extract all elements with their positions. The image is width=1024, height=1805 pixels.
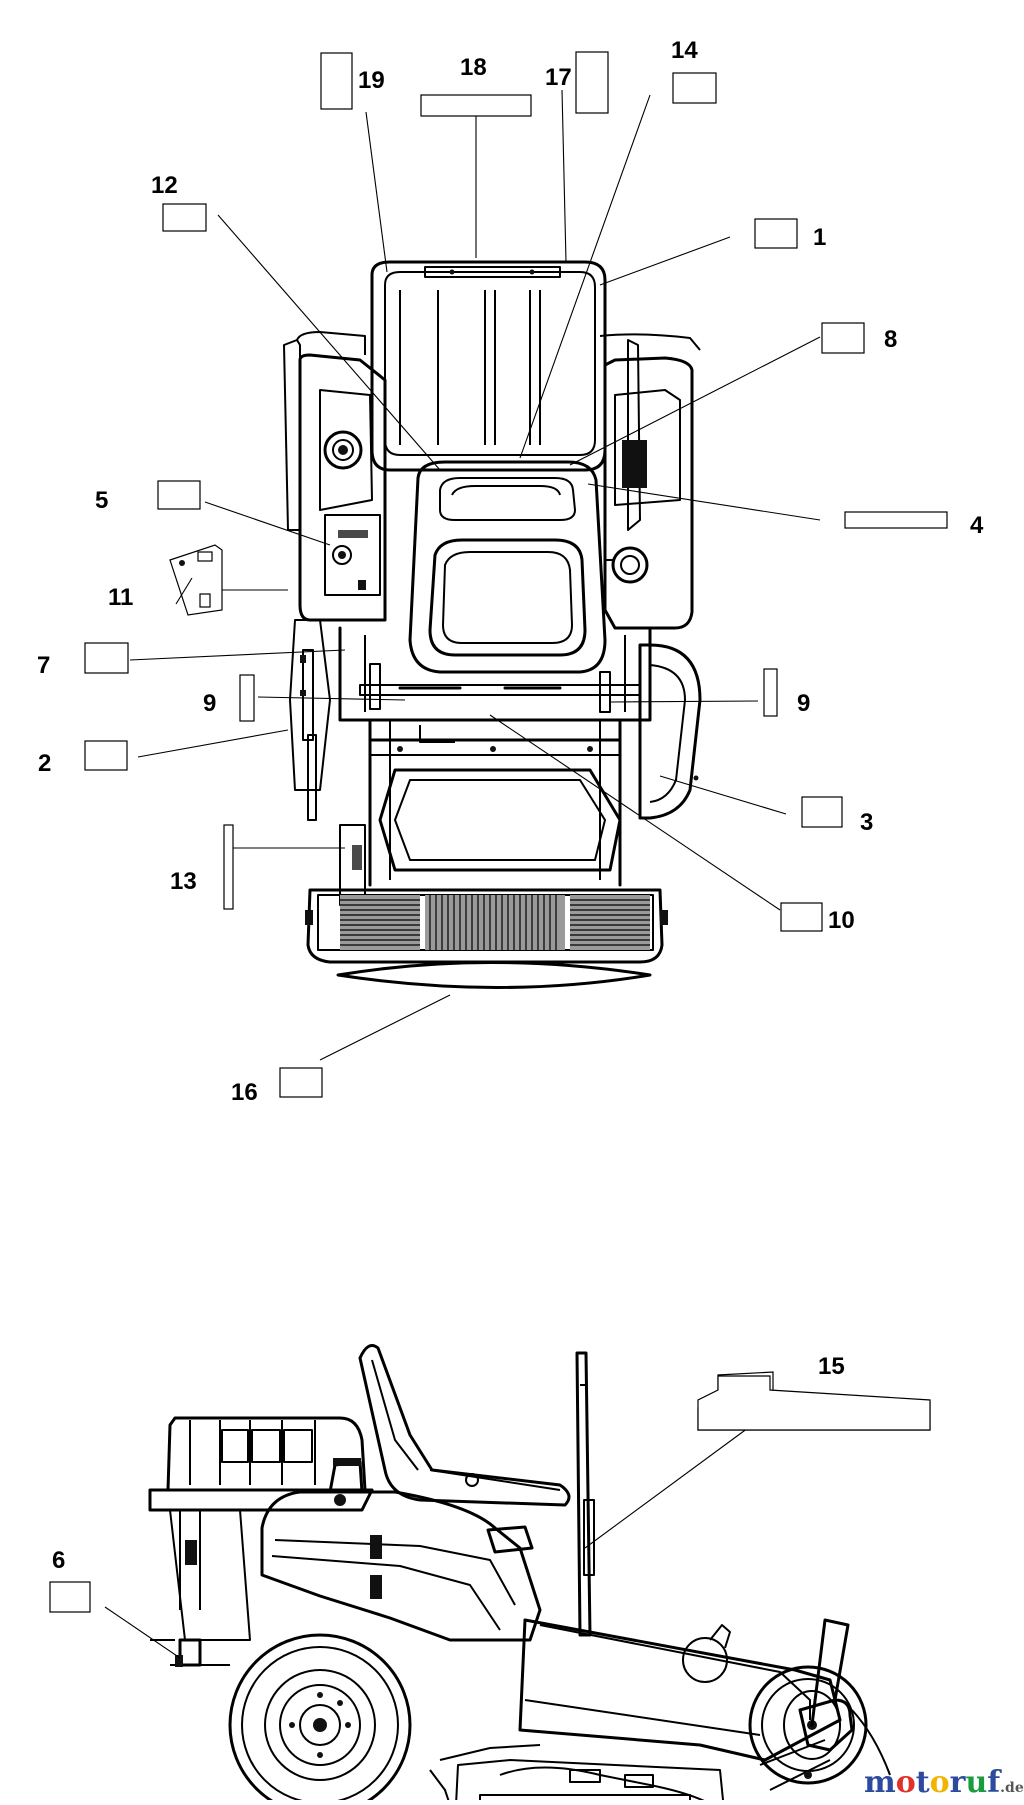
left-fender-panel	[319, 389, 373, 511]
right-tire-top	[599, 333, 701, 351]
label-boxes-side	[49, 1371, 931, 1613]
callout-10: 10	[828, 907, 855, 934]
top-view-mower	[283, 260, 702, 989]
side-fender	[260, 1490, 542, 1642]
left-deck-side	[289, 619, 331, 791]
label-box-2	[84, 740, 128, 771]
leader-lines-top	[129, 89, 821, 1061]
deck-opening	[378, 768, 622, 872]
callout-7: 7	[37, 652, 50, 679]
deck-pulley	[682, 1637, 728, 1683]
seat-cushion	[428, 538, 587, 657]
left-fender	[298, 353, 387, 622]
label-box-1	[754, 218, 798, 249]
label-box-6	[49, 1581, 91, 1613]
cutting-deck	[454, 1759, 725, 1805]
motoruf-watermark: motoruf.de	[864, 1765, 1024, 1800]
callout-16: 16	[231, 1079, 258, 1106]
fender-slot	[486, 1525, 534, 1554]
label-box-4	[844, 511, 948, 529]
fuel-cap-right	[611, 546, 649, 584]
wm-t: t	[916, 1765, 930, 1800]
right-fender-slot	[622, 440, 647, 488]
wm-suffix: .de	[1000, 1780, 1024, 1796]
left-rear-tire	[283, 339, 301, 531]
wm-f: f	[987, 1765, 1002, 1800]
callout-19: 19	[358, 67, 385, 94]
hopper-rib-c	[494, 290, 541, 445]
front-caster-wheel	[748, 1618, 868, 1785]
label-box-17	[575, 51, 609, 114]
left-tire-top	[296, 331, 366, 355]
callout-18: 18	[460, 54, 487, 81]
wm-r: r	[950, 1765, 967, 1800]
label-box-16	[279, 1067, 323, 1098]
label-box-19	[320, 52, 353, 110]
label-sheet-11	[169, 544, 223, 616]
callout-11: 11	[108, 584, 133, 611]
label-box-14	[672, 72, 717, 104]
label-box-9-left	[239, 674, 255, 722]
callout-1: 1	[813, 224, 826, 251]
front-bumper	[798, 1698, 854, 1752]
label-box-15-shape	[697, 1375, 931, 1431]
front-baffle	[336, 961, 652, 989]
callout-6: 6	[52, 1547, 65, 1574]
hopper-base	[148, 1488, 374, 1512]
callout-numbers: 19 18 17 14 12 1 8 5 4 11 7 9 9 2 3 13 1…	[37, 37, 984, 1574]
label-box-3	[801, 796, 843, 828]
label-box-5	[157, 480, 201, 510]
wm-o2: o	[930, 1765, 950, 1800]
frame-upper	[338, 626, 652, 722]
callout-9-left: 9	[203, 690, 216, 717]
callout-17: 17	[545, 64, 572, 91]
callout-14: 14	[671, 37, 698, 64]
callout-15: 15	[818, 1353, 845, 1380]
callout-4: 4	[970, 512, 984, 539]
deck-vents	[340, 895, 650, 950]
steering-lever	[575, 1351, 592, 1637]
callout-13: 13	[170, 868, 197, 895]
control-panel	[324, 514, 381, 596]
svg-text:motoruf.de: motoruf.de	[864, 1765, 1024, 1800]
seat-outer	[408, 460, 607, 674]
label-boxes-top	[84, 51, 948, 1098]
label-box-8	[821, 322, 865, 354]
label-box-12	[162, 203, 207, 232]
rear-wheel	[228, 1633, 412, 1805]
callout-3: 3	[860, 809, 873, 836]
fuel-cap-left	[323, 430, 363, 470]
side-view-mower	[148, 1344, 891, 1805]
wm-u: u	[965, 1765, 987, 1800]
label-box-18	[420, 94, 532, 117]
callout-2: 2	[38, 750, 51, 777]
label-box-10	[780, 902, 823, 932]
wm-o1: o	[896, 1765, 916, 1800]
label-box-9-right	[763, 668, 778, 717]
hopper-outer	[370, 260, 607, 472]
wm-m: m	[864, 1765, 896, 1800]
hopper-rib-a	[399, 290, 439, 445]
hopper-latch	[424, 266, 561, 278]
label-box-7	[84, 642, 129, 674]
side-seat	[358, 1344, 571, 1507]
right-fender	[603, 356, 694, 630]
callout-9-right: 9	[797, 690, 810, 717]
side-hopper	[166, 1416, 367, 1492]
right-fender-panel	[614, 389, 681, 506]
hopper-rib-b	[484, 290, 531, 445]
seat-back	[439, 477, 576, 521]
callout-12: 12	[151, 172, 178, 199]
hopper-inner	[384, 271, 596, 456]
callout-5: 5	[95, 487, 108, 514]
label-box-13	[223, 824, 234, 910]
discharge-chute	[638, 643, 702, 820]
front-deck	[306, 888, 664, 964]
leader-lines-side	[104, 1427, 749, 1659]
side-deck	[518, 1618, 842, 1762]
callout-8: 8	[884, 326, 897, 353]
